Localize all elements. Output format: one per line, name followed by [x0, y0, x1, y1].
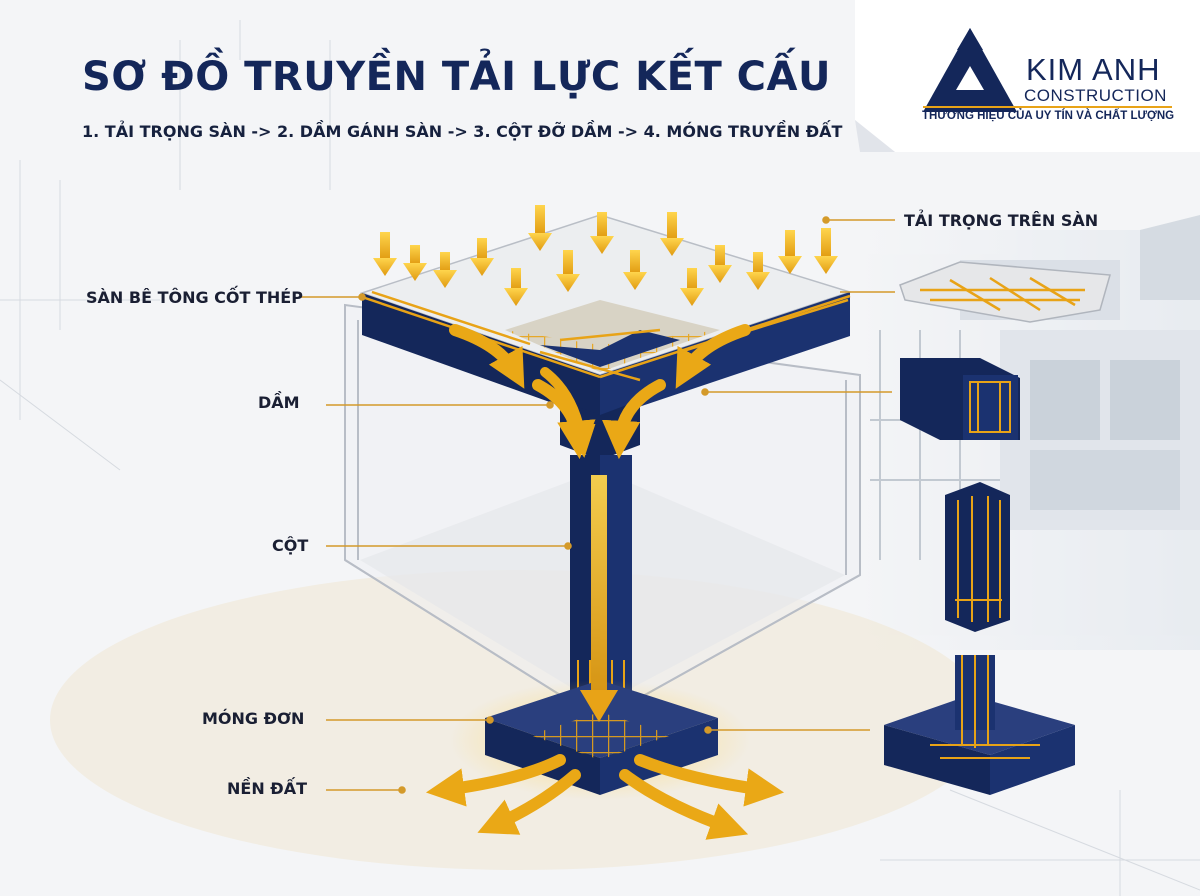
page-title: SƠ ĐỒ TRUYỀN TẢI LỰC KẾT CẤU — [82, 54, 831, 100]
brand-slogan: THƯƠNG HIỆU CỦA UY TÍN VÀ CHẤT LƯỢNG — [922, 110, 1175, 122]
soil-arrows — [425, 754, 785, 840]
detail-slab — [899, 261, 1111, 323]
flow-arrows — [449, 324, 751, 460]
logo-card — [855, 0, 1200, 152]
label-floor-slab: SÀN BÊ TÔNG CỐT THÉP — [86, 288, 303, 307]
blueprint-lines — [0, 20, 1200, 896]
detail-beam — [900, 358, 1020, 440]
load-arrows — [373, 205, 838, 306]
logo-icon — [923, 28, 1017, 112]
detail-foundation — [884, 655, 1075, 795]
column-flow-arrow — [580, 475, 618, 722]
label-foundation: MÓNG ĐƠN — [202, 709, 305, 728]
steps-subtitle: 1. TẢI TRỌNG SÀN -> 2. DẦM GÁNH SÀN -> 3… — [82, 122, 843, 141]
label-floor-load: TẢI TRỌNG TRÊN SÀN — [904, 211, 1099, 230]
brand-subtitle: CONSTRUCTION — [1024, 86, 1167, 105]
leader-lines — [300, 216, 895, 794]
label-beam: DẦM — [258, 393, 300, 412]
brand-name: KIM ANH — [1026, 52, 1161, 87]
label-soil: NỀN ĐẤT — [227, 779, 307, 798]
detail-column — [945, 482, 1010, 632]
label-column: CỘT — [272, 536, 309, 555]
